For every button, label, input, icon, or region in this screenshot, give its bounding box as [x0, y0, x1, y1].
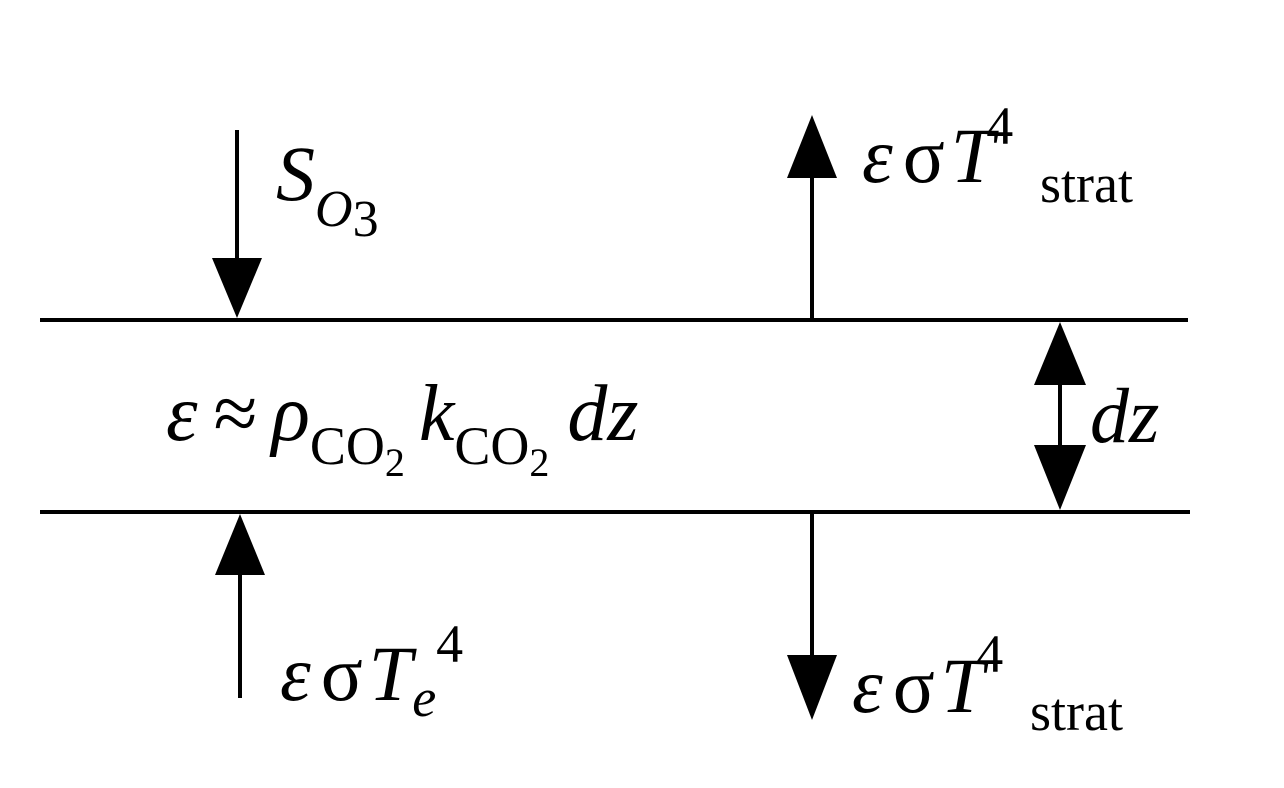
- eq-k-sub-sub: 2: [529, 440, 549, 485]
- surf-e-subscript: e: [412, 668, 436, 728]
- top-epsilon: ε: [862, 112, 893, 199]
- ozone-absorption-arrowhead: [212, 258, 262, 318]
- eq-epsilon: ε: [166, 370, 198, 458]
- thickness-label: dz: [1090, 372, 1159, 459]
- eq-rho-sub: CO: [310, 416, 385, 476]
- layer-emissivity-equation: ε≈ρCO2kCO2dz: [166, 370, 639, 485]
- bot-strat-subscript: strat: [1030, 682, 1123, 742]
- eq-approx: ≈: [214, 370, 258, 458]
- eq-k-sub: CO: [454, 416, 529, 476]
- ozone-3: 3: [353, 191, 379, 248]
- bot-epsilon: ε: [852, 642, 883, 729]
- thickness-arrowhead-down: [1034, 445, 1086, 510]
- surf-T: T: [369, 630, 417, 717]
- surf-epsilon: ε: [280, 630, 311, 717]
- downward-emission-arrowhead: [787, 655, 837, 720]
- bot-T: T: [941, 642, 989, 729]
- bot-exponent: 4: [976, 624, 1003, 684]
- upward-emission-arrowhead: [787, 115, 837, 178]
- top-T: T: [951, 112, 999, 199]
- eq-k: k: [419, 370, 456, 458]
- top-exponent: 4: [986, 96, 1013, 156]
- top-strat-subscript: strat: [1040, 154, 1133, 214]
- thickness-arrowhead-up: [1034, 322, 1086, 385]
- eq-rho: ρ: [268, 370, 309, 458]
- ozone-absorption-label: SO3: [276, 130, 379, 248]
- surf-exponent: 4: [436, 614, 463, 674]
- ozone-S: S: [276, 130, 315, 217]
- surf-sigma: σ: [321, 630, 363, 717]
- eq-dz: dz: [567, 370, 638, 458]
- ozone-O: O: [315, 181, 353, 238]
- surface-emission-arrowhead: [215, 514, 265, 575]
- eq-rho-sub-sub: 2: [385, 440, 405, 485]
- top-sigma: σ: [903, 112, 945, 199]
- bot-sigma: σ: [893, 642, 935, 729]
